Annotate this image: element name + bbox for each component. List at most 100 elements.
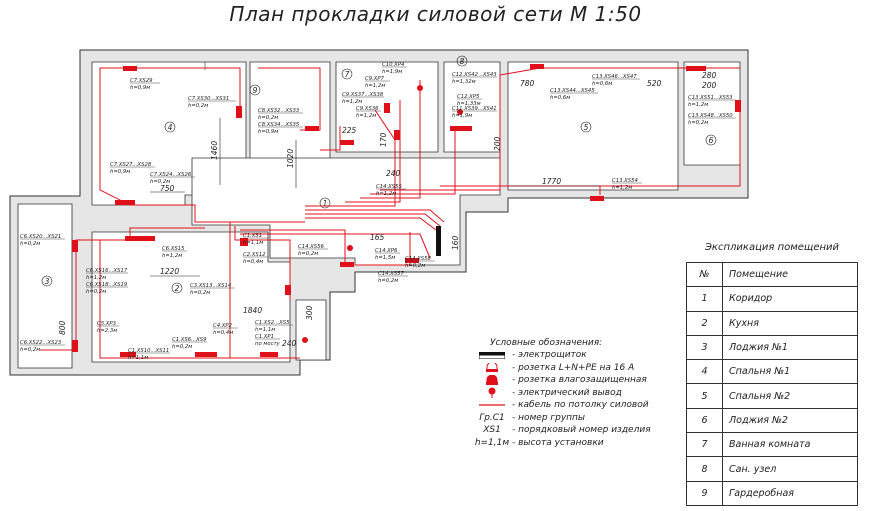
outlet-group bbox=[236, 106, 242, 118]
tag-height: h=1,9м bbox=[382, 69, 402, 75]
row-name: Лоджия №2 bbox=[722, 407, 858, 434]
dim-1020: 1020 bbox=[286, 149, 295, 168]
row-name: Спальня №2 bbox=[722, 383, 858, 409]
tag-label: С4.XP2 bbox=[213, 323, 233, 329]
dim-1460: 1460 bbox=[210, 141, 219, 160]
tag-height: h=1,5м bbox=[375, 255, 395, 261]
tag-height: h=0,2м bbox=[378, 278, 398, 284]
header-num: № bbox=[686, 261, 723, 288]
tag-height: h=0,2м bbox=[688, 120, 708, 126]
tag-label: С13.XS46...XS47 bbox=[592, 74, 637, 80]
tag-height: h=0,2м bbox=[150, 179, 170, 185]
outlets bbox=[72, 64, 741, 357]
tag-label: С6.XS22...XS23 bbox=[20, 340, 62, 346]
tag-height: h=1,9м bbox=[452, 113, 472, 119]
tag-label: С13.XS54 bbox=[612, 178, 638, 184]
table-header-row: № Помещение bbox=[686, 261, 858, 288]
tag-height: h=0,4м bbox=[243, 259, 263, 265]
outlet-group bbox=[450, 126, 472, 131]
legend-row-outlet: - розетка L+N+PE на 16 А bbox=[472, 362, 672, 375]
legend-text: - высота установки bbox=[512, 437, 604, 448]
electrical-outlet-icon bbox=[472, 387, 512, 399]
tag-height: h=0,2м bbox=[258, 115, 278, 121]
legend-row-height: h=1,1м - высота установки bbox=[472, 437, 672, 450]
tag-label: С2.XS12 bbox=[243, 252, 266, 258]
walls bbox=[9, 49, 749, 376]
tag-label: С11.XS39...XS41 bbox=[452, 106, 497, 112]
tag-label: С7.XS30...XS31 bbox=[188, 96, 229, 102]
outlet-group bbox=[240, 238, 248, 246]
dim-1770: 1770 bbox=[542, 177, 561, 186]
row-name: Сан. узел bbox=[722, 456, 858, 482]
tag-height: h=1,2м bbox=[356, 113, 376, 119]
legend-row-panel: - электрощиток bbox=[472, 349, 672, 362]
tag-height: h=0,9м bbox=[130, 85, 150, 91]
cable-line-icon bbox=[472, 403, 512, 407]
legend-text: - номер группы bbox=[512, 412, 586, 423]
tag-label: С12.XS42...XS43 bbox=[452, 72, 497, 78]
tag-label: С14.XS57 bbox=[378, 271, 404, 277]
dim-280: 280 bbox=[702, 71, 717, 80]
drawing-title: План прокладки силовой сети М 1:50 bbox=[229, 2, 642, 26]
row-num: 5 bbox=[686, 383, 723, 409]
outlet-group bbox=[394, 130, 400, 140]
tag-label: С1.XS2...XS5 bbox=[255, 320, 290, 326]
dim-240-b: 240 bbox=[282, 339, 297, 348]
room-number-7: 7 bbox=[345, 70, 350, 79]
tag-label: С10.XP4 bbox=[382, 62, 404, 68]
dim-300: 300 bbox=[305, 305, 314, 320]
room-number-3: 3 bbox=[45, 277, 50, 286]
legend-row-group: Гр.С1 - номер группы bbox=[472, 412, 672, 425]
tag-height: h=1,2м bbox=[376, 191, 396, 197]
row-name: Лоджия №1 bbox=[722, 334, 858, 361]
room-5-area bbox=[507, 61, 679, 191]
tag-label: С8.XS32...XS33 bbox=[258, 108, 300, 114]
dim-780: 780 bbox=[520, 79, 535, 88]
tag-label: С1.XS1 bbox=[243, 233, 262, 239]
tag-height: h=1,2м bbox=[86, 275, 106, 281]
dim-225: 225 bbox=[342, 126, 357, 135]
row-name: Кухня bbox=[722, 310, 858, 336]
electrical-panel bbox=[436, 226, 441, 256]
legend-row-cable: - кабель по потолку силовой bbox=[472, 399, 672, 412]
tag-label: С9.XS37...XS38 bbox=[342, 92, 384, 98]
dimensions: 1460 1020 750 225 170 240 200 780 520 28… bbox=[58, 71, 717, 348]
tag-height: h=0,4м bbox=[213, 330, 233, 336]
outlet-group bbox=[686, 66, 706, 71]
dim-240: 240 bbox=[386, 169, 401, 178]
outlet-group bbox=[305, 126, 319, 131]
tag-label: С9.XP7 bbox=[365, 76, 385, 82]
tag-label: С9.XS36 bbox=[356, 106, 379, 112]
electrical-outlet-point bbox=[302, 337, 308, 343]
row-name: Спальня №1 bbox=[722, 359, 858, 385]
tag-height: h=0,2м bbox=[188, 103, 208, 109]
tag-height: h=0,2м bbox=[405, 263, 425, 269]
tag-height: h=0,2м bbox=[20, 241, 40, 247]
tag-height: h=0,9м bbox=[110, 169, 130, 175]
outlet-group bbox=[285, 285, 291, 295]
dim-1840: 1840 bbox=[243, 306, 262, 315]
outlet-group bbox=[120, 352, 136, 357]
tag-height: h=1,1м bbox=[243, 240, 263, 246]
row-num: 3 bbox=[686, 334, 723, 361]
legend-text: - электрощиток bbox=[512, 350, 587, 361]
tag-height: h=0,2м bbox=[298, 251, 318, 257]
room-number-8: 8 bbox=[460, 57, 465, 66]
legend-row-item-number: XS1 - порядковый номер изделия bbox=[472, 424, 672, 437]
row-num: 6 bbox=[686, 407, 723, 434]
outlet-group bbox=[530, 64, 544, 69]
tag-height: h=1,2м bbox=[162, 253, 182, 259]
outlet-group bbox=[384, 103, 390, 113]
tag-height: h=1,32м bbox=[452, 79, 476, 85]
row-num: 8 bbox=[686, 456, 723, 482]
tag-label: С7.XS29 bbox=[130, 78, 153, 84]
header-name: Помещение bbox=[722, 261, 858, 288]
